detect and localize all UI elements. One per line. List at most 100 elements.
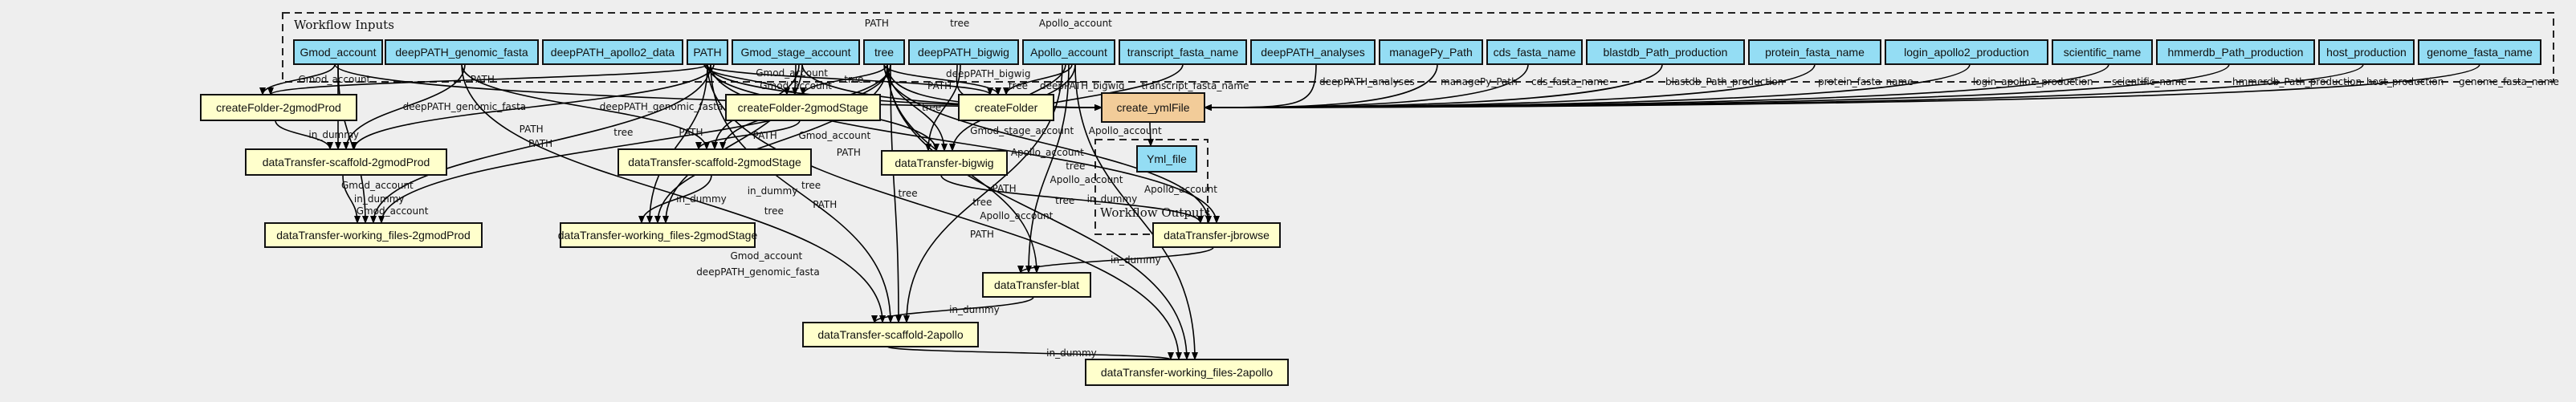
- edge-path: [343, 63, 466, 150]
- edge-path-to-datatransfer-scaffold-2gmodprod: [351, 63, 715, 150]
- edge-label: Gmod_account: [299, 74, 371, 85]
- node-gmod-account[interactable]: Gmod_account: [293, 39, 383, 65]
- edge-label: protein_fasta_name: [1818, 76, 1914, 87]
- node-genome-fasta-name[interactable]: genome_fasta_name: [2418, 39, 2541, 65]
- edge-path-to-datatransfer-working-files-2gmodprod: [370, 63, 711, 224]
- node-deeppath-apollo2-data[interactable]: deepPATH_apollo2_data: [542, 39, 683, 65]
- edge-label: cds_fasta_name: [1531, 76, 1608, 87]
- edge-label: deepPATH_genomic_fasta: [696, 266, 820, 278]
- node-create-ymlfile[interactable]: create_ymlFile: [1101, 92, 1205, 123]
- node-box: [1748, 39, 1881, 65]
- node-scientific-name[interactable]: scientific_name: [2052, 39, 2153, 65]
- node-box: [982, 272, 1091, 298]
- node-protein-fasta-name[interactable]: protein_fasta_name: [1748, 39, 1881, 65]
- edge-path: [662, 63, 803, 224]
- node-label: createFolder: [975, 101, 1038, 114]
- edge-tree-to-datatransfer-working-files-2gmodstage: [654, 63, 888, 224]
- edge-label: PATH: [970, 229, 994, 240]
- node-box: [908, 39, 1019, 65]
- edge-path: [1045, 63, 1184, 111]
- node-datatransfer-scaffold-2apollo[interactable]: dataTransfer-scaffold-2apollo: [802, 322, 979, 347]
- node-datatransfer-working-files-2gmodstage[interactable]: dataTransfer-working_files-2gmodStage: [558, 222, 758, 248]
- node-label: tree: [874, 46, 894, 59]
- node-label: cds_fasta_name: [1494, 46, 1576, 59]
- edge-path: [890, 63, 902, 323]
- node-box: [560, 222, 756, 248]
- node-createfolder-2gmodstage[interactable]: createFolder-2gmodStage: [725, 94, 881, 121]
- edge-path: [461, 63, 886, 323]
- node-hmmerdb-path-production[interactable]: hmmerdb_Path_production: [2156, 39, 2315, 65]
- node-datatransfer-working-files-2gmodprod[interactable]: dataTransfer-working_files-2gmodProd: [264, 222, 483, 248]
- node-managepy-path[interactable]: managePy_Path: [1379, 39, 1483, 65]
- edge-label: Gmod_account: [341, 180, 414, 191]
- edge-label: PATH: [753, 130, 777, 141]
- node-box: [1379, 39, 1483, 65]
- edge-label: tree: [922, 102, 941, 113]
- edge-path: [710, 63, 894, 323]
- node-box: [264, 222, 483, 248]
- node-box: [1101, 92, 1205, 123]
- node-label: dataTransfer-blat: [994, 278, 1079, 291]
- node-label: dataTransfer-bigwig: [895, 156, 993, 169]
- edge-label: Apollo_account: [1039, 18, 1112, 29]
- node-transcript-fasta-name[interactable]: transcript_fasta_name: [1119, 39, 1247, 65]
- node-box: [2052, 39, 2153, 65]
- node-datatransfer-scaffold-2gmodstage[interactable]: dataTransfer-scaffold-2gmodStage: [618, 148, 812, 176]
- edges-layer: [259, 63, 2480, 360]
- edge-path: [1025, 63, 1070, 274]
- edge-path: [887, 346, 1174, 360]
- node-label: dataTransfer-scaffold-2gmodProd: [263, 156, 430, 169]
- edge-label: in_dummy: [949, 304, 1000, 315]
- edge-path: [1204, 63, 2480, 111]
- edge-path: [883, 63, 1001, 95]
- node-datatransfer-blat[interactable]: dataTransfer-blat: [982, 272, 1091, 298]
- node-path[interactable]: PATH: [687, 39, 728, 65]
- edge-label: PATH: [865, 18, 889, 29]
- edge-apollo-account-to-datatransfer-blat: [1025, 63, 1070, 274]
- edge-label: tree: [613, 127, 633, 138]
- node-deeppath-analyses[interactable]: deepPATH_analyses: [1250, 39, 1376, 65]
- node-datatransfer-scaffold-2gmodprod[interactable]: dataTransfer-scaffold-2gmodProd: [245, 148, 447, 176]
- node-cds-fasta-name[interactable]: cds_fasta_name: [1486, 39, 1583, 65]
- node-label: managePy_Path: [1389, 46, 1473, 59]
- node-label: Gmod_account: [300, 46, 377, 59]
- node-login-apollo2-production[interactable]: login_apollo2_production: [1885, 39, 2048, 65]
- node-apollo-account[interactable]: Apollo_account: [1022, 39, 1115, 65]
- edge-path: [267, 63, 708, 95]
- edge-label: PATH: [528, 138, 552, 149]
- node-box: [1119, 39, 1247, 65]
- edge-path: [259, 63, 336, 95]
- node-deeppath-genomic-fasta[interactable]: deepPATH_genomic_fasta: [385, 39, 539, 65]
- edge-label: PATH: [927, 80, 952, 91]
- edge-label: PATH: [837, 147, 861, 158]
- node-blastdb-path-production[interactable]: blastdb_Path_production: [1586, 39, 1745, 65]
- edge-label: Apollo_account: [1089, 125, 1162, 136]
- node-yml-file[interactable]: Yml_file: [1136, 145, 1197, 173]
- edge-label: deepPATH_analyses: [1319, 76, 1415, 87]
- edge-label: blastdb_Path_production: [1665, 76, 1783, 87]
- edge-label: hmmerdb_Path_production: [2232, 76, 2362, 87]
- node-datatransfer-bigwig[interactable]: dataTransfer-bigwig: [881, 150, 1008, 176]
- node-deeppath-bigwig[interactable]: deepPATH_bigwig: [908, 39, 1019, 65]
- edge-deeppath-genomic-fasta-to-datatransfer-scaffold-2gmodprod: [343, 63, 466, 150]
- node-createfolder[interactable]: createFolder: [958, 94, 1054, 121]
- edge-label: deepPATH_bigwig: [1040, 80, 1124, 91]
- inputs-cluster: Workflow Inputs: [282, 12, 2554, 83]
- node-tree[interactable]: tree: [863, 39, 905, 65]
- node-createfolder-2gmodprod[interactable]: createFolder-2gmodProd: [200, 94, 357, 121]
- edge-path-to-createfolder-2gmodprod: [267, 63, 708, 95]
- edge-datatransfer-scaffold-2apollo-to-datatransfer-working-files-2apollo: [887, 346, 1174, 360]
- node-datatransfer-jbrowse[interactable]: dataTransfer-jbrowse: [1152, 222, 1281, 248]
- node-label: dataTransfer-jbrowse: [1164, 229, 1270, 242]
- edge-label: Apollo_account: [1011, 147, 1084, 158]
- edge-label: in_dummy: [354, 193, 405, 205]
- node-box: [2318, 39, 2415, 65]
- node-datatransfer-working-files-2apollo[interactable]: dataTransfer-working_files-2apollo: [1085, 359, 1289, 386]
- edge-path: [654, 63, 888, 224]
- node-label: Gmod_stage_account: [741, 46, 851, 59]
- node-gmod-stage-account[interactable]: Gmod_stage_account: [732, 39, 860, 65]
- node-host-production[interactable]: host_production: [2318, 39, 2415, 65]
- node-box: [802, 322, 979, 347]
- edge-label: Apollo_account: [980, 210, 1053, 221]
